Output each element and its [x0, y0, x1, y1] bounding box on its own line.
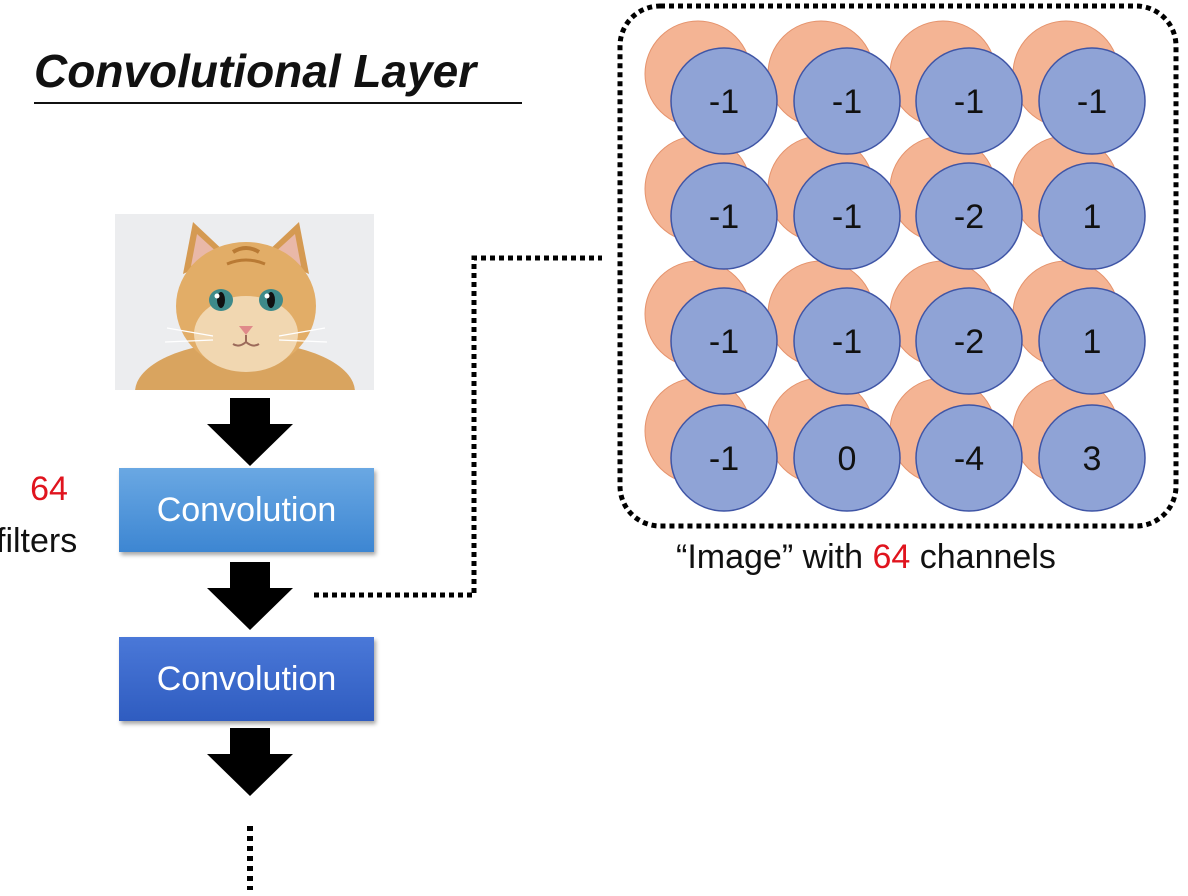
channel-circle: [915, 47, 1023, 155]
channel-circle: [1038, 162, 1146, 270]
channel-value: -1: [832, 198, 862, 236]
channel-value: -1: [954, 83, 984, 121]
channel-value: -4: [954, 440, 984, 478]
filter-label: filters: [0, 522, 78, 560]
caption-prefix: “Image” with: [676, 538, 873, 576]
channel-circle: [793, 287, 901, 395]
channel-circle: [1038, 287, 1146, 395]
down-arrow-icon: [207, 398, 293, 466]
channel-circle: [670, 162, 778, 270]
channel-circle: [670, 404, 778, 512]
channel-value: -1: [709, 83, 739, 121]
channel-value: -1: [1077, 83, 1107, 121]
channels-caption: “Image” with 64 channels: [676, 538, 1056, 577]
filter-count: 64: [30, 470, 68, 508]
kitten-image: [115, 214, 374, 390]
channel-value: -1: [709, 323, 739, 361]
channel-circle: [793, 47, 901, 155]
channel-circle: [915, 404, 1023, 512]
channel-circle: [793, 404, 901, 512]
channel-value: 0: [838, 440, 857, 478]
convolution-block-2: Convolution: [119, 637, 374, 721]
dotted-connector: [314, 255, 602, 598]
channel-circle: [915, 287, 1023, 395]
channel-circle: [1038, 47, 1146, 155]
channel-circle: [670, 287, 778, 395]
convolution-block-1: Convolution: [119, 468, 374, 552]
channels-frame: [617, 3, 1179, 529]
channel-circle: [1038, 404, 1146, 512]
caption-suffix: channels: [910, 538, 1056, 576]
front-channel-layer: -1 -1 -1 -1 -1 -1 -2 1 -1 -1 -2 1 -1 0 -4 3: [670, 47, 1146, 512]
channel-value: -2: [954, 198, 984, 236]
channel-value: 1: [1083, 323, 1102, 361]
caption-count: 64: [872, 538, 911, 576]
channel-value: -1: [709, 440, 739, 478]
channel-circle: [915, 162, 1023, 270]
channel-value: -2: [954, 323, 984, 361]
channel-circle: [670, 47, 778, 155]
page-title: Convolutional Layer: [34, 45, 477, 97]
channel-circle: [793, 162, 901, 270]
channel-value: 3: [1083, 440, 1102, 478]
channel-value: 1: [1083, 198, 1102, 236]
down-arrow-icon: [207, 728, 293, 796]
channel-value: -1: [709, 198, 739, 236]
down-arrow-icon: [207, 562, 293, 630]
channel-value: -1: [832, 323, 862, 361]
title-underline: [34, 102, 522, 104]
channel-value: -1: [832, 83, 862, 121]
